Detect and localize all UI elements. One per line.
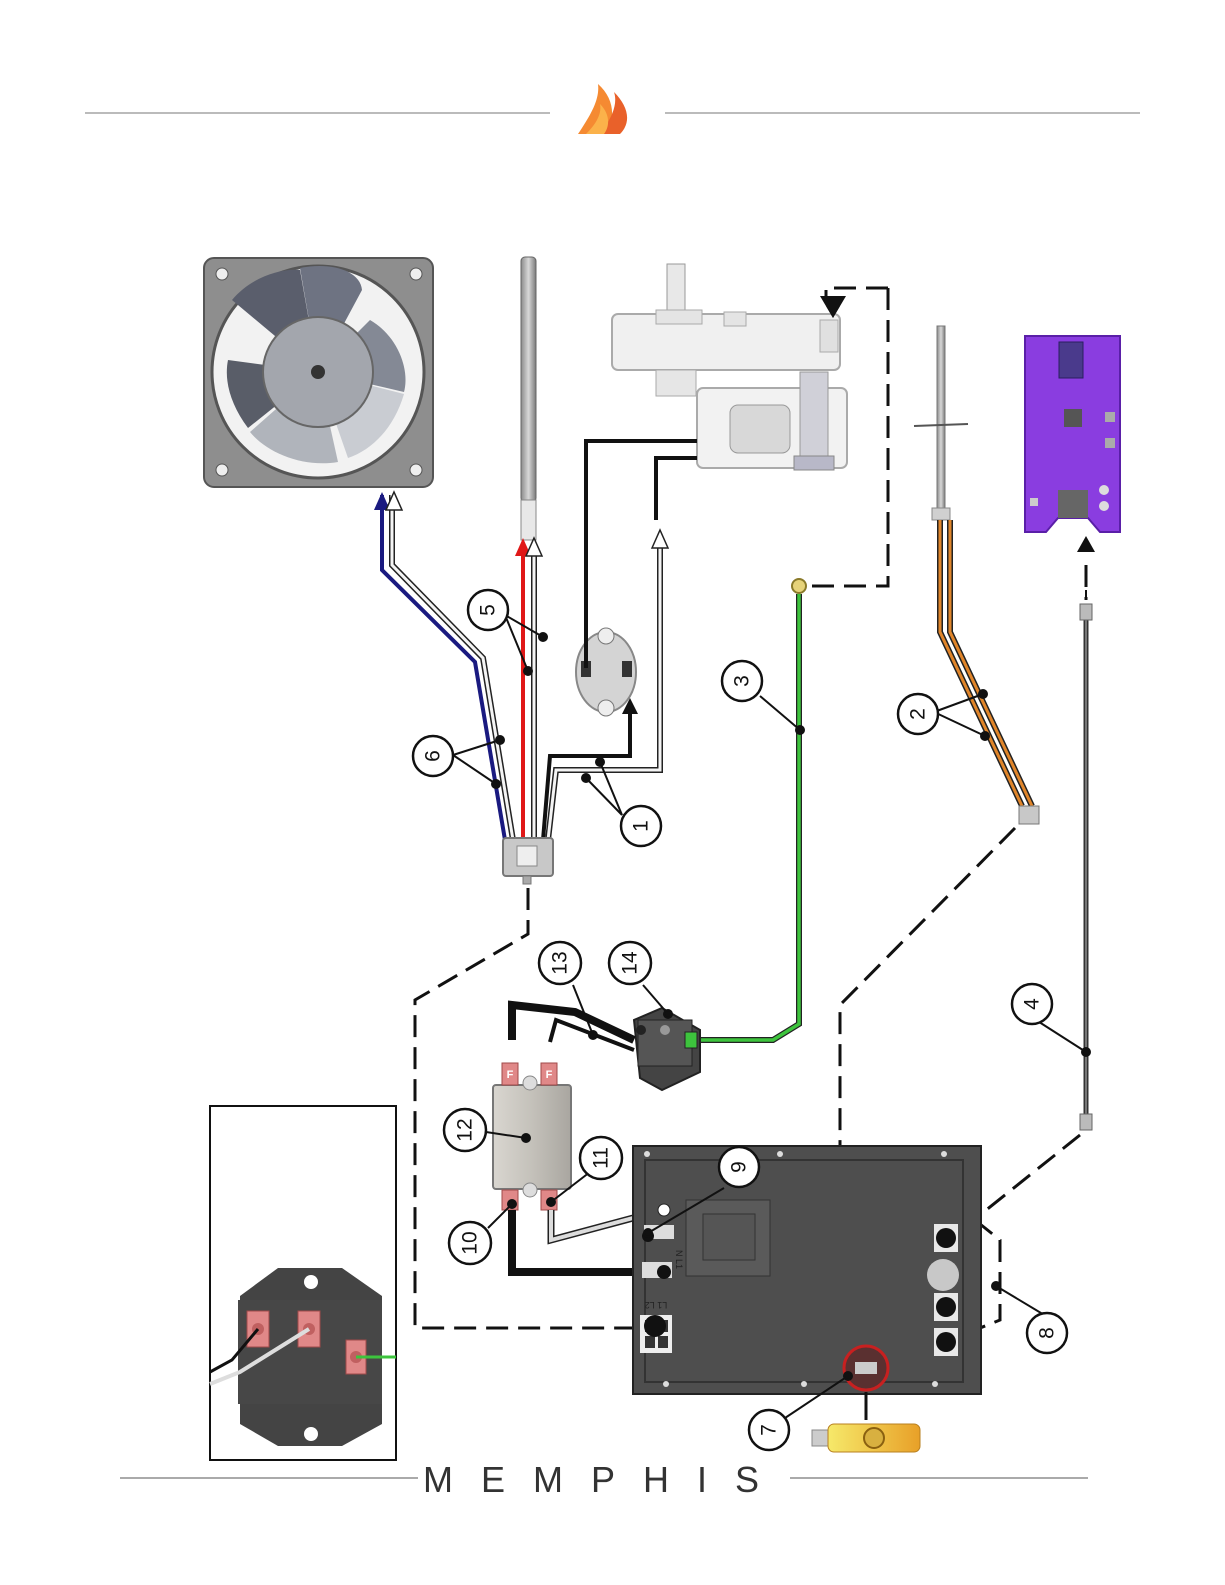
callout-8: 8 [1027, 1313, 1067, 1353]
svg-text:5: 5 [477, 604, 500, 616]
callout-9: 9 [719, 1147, 759, 1187]
svg-text:1: 1 [630, 820, 653, 832]
fuse-label-left: F [507, 1069, 514, 1081]
callout-10: 10 [449, 1222, 491, 1264]
callout-12: 12 [444, 1109, 486, 1151]
wifi-board-icon [1025, 336, 1120, 532]
ground-ring-icon [792, 579, 806, 593]
wifi-cable [1077, 536, 1095, 1130]
svg-text:12: 12 [454, 1118, 477, 1141]
callout-3: 3 [722, 661, 762, 701]
fan-icon [204, 258, 433, 487]
svg-text:3: 3 [731, 675, 754, 687]
fan-wire-harness [374, 492, 513, 840]
callout-5: 5 [468, 590, 508, 630]
svg-text:2: 2 [907, 708, 930, 720]
emi-filter-icon: F F [493, 1063, 571, 1210]
callout-2: 2 [898, 694, 938, 734]
probe-connector-icon [1019, 806, 1039, 824]
svg-text:13: 13 [549, 951, 572, 974]
igniter-wire-harness [515, 538, 542, 840]
callout-7: 7 [749, 1410, 789, 1450]
inset-panel [210, 1106, 396, 1460]
pcb-label-l1-l2: L1 L2 [645, 1300, 668, 1310]
fuse-label-right: F [546, 1069, 553, 1081]
svg-text:9: 9 [728, 1161, 751, 1173]
callout-4: 4 [1012, 984, 1052, 1024]
flame-logo-icon [578, 84, 627, 134]
svg-text:14: 14 [619, 951, 642, 975]
header [85, 84, 1140, 134]
svg-text:10: 10 [459, 1231, 482, 1254]
ground-wire [688, 579, 806, 1040]
power-entry-module-icon [634, 1008, 700, 1090]
temperature-probe-icon [914, 326, 968, 520]
igniter-rod-icon [521, 257, 536, 540]
svg-text:6: 6 [422, 750, 445, 762]
callout-13: 13 [539, 942, 581, 984]
callout-6: 6 [413, 736, 453, 776]
callout-11: 11 [580, 1137, 622, 1179]
control-board-icon: L1 L2 N L1 [633, 1146, 981, 1394]
callout-1: 1 [621, 806, 661, 846]
brand-wordmark: MEMPHIS [423, 1459, 787, 1500]
usb-stick-icon [812, 1392, 920, 1452]
fuse-wires [512, 1005, 634, 1050]
svg-text:8: 8 [1036, 1327, 1059, 1339]
svg-text:7: 7 [758, 1424, 781, 1436]
svg-text:11: 11 [590, 1147, 613, 1169]
pcb-label-n-l1: N L1 [674, 1250, 684, 1269]
callout-14: 14 [609, 942, 651, 984]
probe-wire-harness [940, 520, 1039, 824]
svg-text:4: 4 [1021, 998, 1044, 1010]
footer: MEMPHIS [120, 1459, 1088, 1500]
harness-connector-icon [503, 838, 553, 884]
